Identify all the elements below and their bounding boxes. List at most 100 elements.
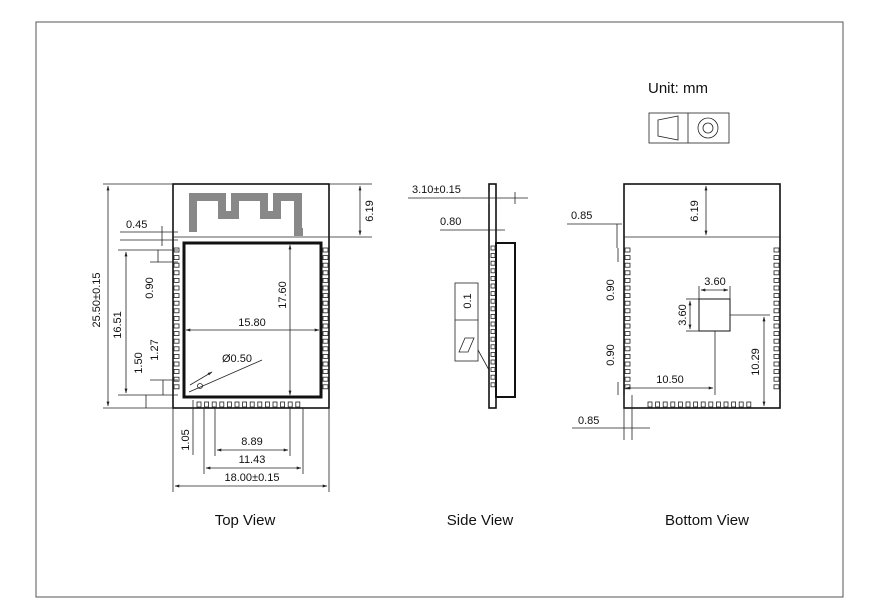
pad xyxy=(738,401,744,408)
dim-1-50: 1.50 xyxy=(133,352,145,373)
pad xyxy=(173,277,180,283)
dim-bottom-spacing-bottom: 0.90 xyxy=(605,344,617,365)
pad xyxy=(173,270,180,276)
top-left-pads xyxy=(173,247,180,390)
pad xyxy=(700,401,706,408)
pad xyxy=(490,313,496,319)
pad xyxy=(272,401,278,408)
pad xyxy=(173,255,180,261)
pad xyxy=(173,353,180,359)
bottom-bottom-pads xyxy=(647,401,752,408)
pad xyxy=(708,401,714,408)
dim-15-80: 15.80 xyxy=(238,317,266,329)
caption-bottom-view: Bottom View xyxy=(665,512,749,529)
pad xyxy=(173,361,180,367)
dim-thickness: 3.10±0.15 xyxy=(412,184,461,196)
pad xyxy=(173,285,180,291)
pad xyxy=(685,401,691,408)
pad xyxy=(173,323,180,329)
pad xyxy=(490,253,496,259)
dim-0-90: 0.90 xyxy=(144,277,156,298)
shield-can xyxy=(182,241,323,399)
pad xyxy=(322,369,329,375)
pad xyxy=(624,300,631,306)
pad xyxy=(322,315,329,321)
sheet-frame xyxy=(35,21,844,598)
pad xyxy=(322,247,329,253)
pad xyxy=(773,353,780,359)
pad xyxy=(773,262,780,268)
pad xyxy=(670,401,676,408)
pad xyxy=(322,376,329,382)
pad xyxy=(624,331,631,337)
dim-11-43: 11.43 xyxy=(239,454,266,466)
pad xyxy=(322,384,329,390)
pad xyxy=(693,401,698,408)
pad xyxy=(624,353,631,359)
side-shield xyxy=(495,242,516,398)
bottom-view-outline xyxy=(623,183,781,409)
pad xyxy=(173,308,180,314)
pad xyxy=(322,270,329,276)
pad xyxy=(173,384,180,390)
pad xyxy=(490,329,496,335)
pad xyxy=(773,300,780,306)
pad xyxy=(773,361,780,367)
pad xyxy=(624,262,631,268)
pad xyxy=(173,262,180,268)
caption-side-view: Side View xyxy=(447,512,514,529)
dim-flatness: 0.1 xyxy=(462,293,474,308)
pad xyxy=(773,331,780,337)
pad xyxy=(211,401,217,408)
pad xyxy=(490,291,496,297)
pad xyxy=(295,401,301,408)
flatness-frame xyxy=(454,282,490,371)
pad xyxy=(173,346,180,352)
pad xyxy=(234,401,240,408)
pad xyxy=(173,293,180,299)
pad xyxy=(322,262,329,268)
bottom-left-pads xyxy=(624,247,631,390)
pad xyxy=(173,315,180,321)
dim-gnd-x: 10.50 xyxy=(656,374,684,386)
pad xyxy=(731,401,736,408)
pad xyxy=(196,401,202,408)
pad xyxy=(647,401,653,408)
pad xyxy=(490,245,496,251)
pad xyxy=(322,323,329,329)
pad xyxy=(287,401,293,408)
pad xyxy=(662,401,668,408)
dim-0-45: 0.45 xyxy=(126,219,147,231)
pad xyxy=(678,401,683,408)
pad xyxy=(322,361,329,367)
pad xyxy=(173,369,180,375)
pad xyxy=(490,374,496,380)
pad xyxy=(219,401,225,408)
dim-8-89: 8.89 xyxy=(241,436,262,448)
pad xyxy=(173,338,180,344)
pad xyxy=(322,285,329,291)
pad xyxy=(173,331,180,337)
pad xyxy=(773,376,780,382)
pad xyxy=(490,382,496,388)
pad xyxy=(773,270,780,276)
pad xyxy=(322,346,329,352)
top-view-outline xyxy=(172,183,330,409)
pad xyxy=(490,306,496,312)
top-right-pads xyxy=(322,247,329,390)
dim-gnd-y: 10.29 xyxy=(750,348,762,376)
caption-top-view: Top View xyxy=(215,512,276,529)
pad xyxy=(322,293,329,299)
pad xyxy=(204,401,210,408)
dim-1-27: 1.27 xyxy=(149,339,161,360)
pad xyxy=(624,270,631,276)
pad xyxy=(624,376,631,382)
pad xyxy=(773,308,780,314)
pad xyxy=(249,401,255,408)
bottom-view: 6.19 0.85 0.90 0.90 3.60 3.60 10.50 10.2… xyxy=(567,183,781,440)
dim-hole-dia: Ø0.50 xyxy=(222,353,252,365)
pad xyxy=(490,351,496,357)
dim-bottom-6-19: 6.19 xyxy=(689,200,701,221)
